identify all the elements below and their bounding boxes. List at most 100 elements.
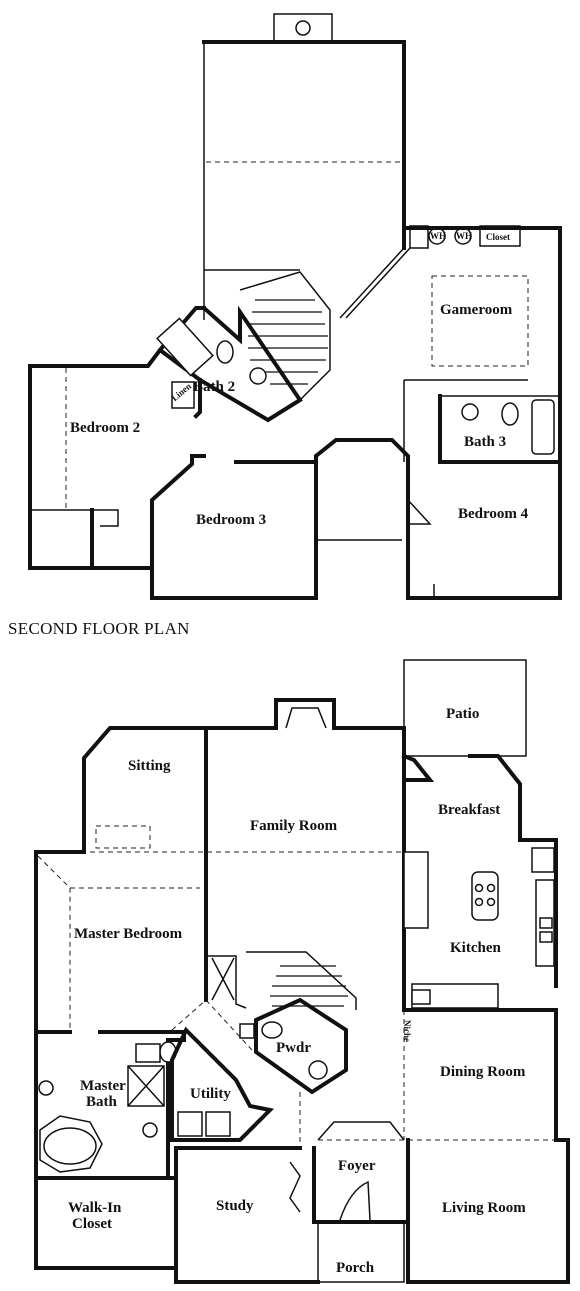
foyer-arch: [317, 1121, 405, 1141]
fireplace-box: [274, 698, 336, 730]
bath-3-toilet: [501, 402, 519, 426]
label-utility: Utility: [190, 1086, 231, 1102]
gameroom-walls: [402, 226, 562, 464]
bedroom-4-closet: [407, 499, 432, 525]
cooktop-burner: [486, 897, 496, 907]
label-living-room: Living Room: [442, 1200, 526, 1216]
label-bedroom-4: Bedroom 4: [458, 506, 529, 522]
breakfast-bay: [468, 754, 558, 988]
label-pwdr: Pwdr: [276, 1040, 311, 1056]
chimney: [273, 13, 333, 43]
second-floor-plan: [28, 13, 562, 600]
label-master-bedroom: Master Bedroom: [74, 926, 183, 942]
porch-outline: [317, 1221, 405, 1283]
wh-2: [454, 227, 472, 245]
bath-2-sink: [249, 367, 267, 385]
bath-2-toilet: [216, 340, 234, 364]
label-family-room: Family Room: [250, 818, 338, 834]
bedroom-2-door-wall: [193, 378, 202, 419]
linen-closet: [171, 381, 195, 409]
utility-walls: [170, 1026, 275, 1142]
wh-enclosure: [409, 225, 429, 249]
family-room-top-right: [332, 726, 406, 758]
label-porch: Porch: [336, 1260, 375, 1276]
stair-newel: [239, 1023, 255, 1039]
bath-3-tub: [531, 399, 555, 455]
master-toilet-tank: [135, 1043, 161, 1063]
dishwasher: [411, 989, 431, 1005]
bath-2-walls: [157, 305, 303, 423]
label-walk-in-2: Closet: [72, 1216, 112, 1232]
open-to-below-wall: [202, 40, 406, 250]
label-kitchen: Kitchen: [450, 940, 501, 956]
fireplace-hearth: [285, 707, 327, 729]
label-bedroom-2: Bedroom 2: [70, 420, 140, 436]
bedroom-2-closet: [90, 508, 154, 570]
label-bath-3: Bath 3: [464, 434, 506, 450]
main-staircase: [206, 951, 357, 1039]
bedroom-3-left: [150, 454, 206, 570]
master-bedroom-tray: [37, 855, 71, 1030]
master-tub: [39, 1115, 103, 1173]
bedroom-2-closet-shelf: [30, 509, 119, 527]
bath-3-sink: [461, 403, 479, 421]
kitchen-sink-1: [539, 917, 553, 929]
label-wh-2: WH: [456, 231, 472, 241]
first-floor-plan: [34, 659, 570, 1284]
label-master-bath-2: Bath: [86, 1094, 118, 1110]
breakfast-door: [401, 753, 435, 782]
kitchen-sink-2: [539, 931, 553, 943]
kitchen-island: [471, 871, 499, 921]
bedroom-2-walls: [28, 347, 163, 570]
study-french-doors: [289, 1161, 301, 1213]
kitchen-fridge: [531, 847, 555, 873]
cooktop-burner: [474, 883, 484, 893]
second-floor-title: SECOND FLOOR PLAN: [8, 619, 190, 638]
patio-outline: [403, 659, 527, 757]
rail-diagonal: [339, 247, 405, 319]
bedroom-3-walls: [150, 460, 318, 600]
label-bath-2: Bath 2: [193, 379, 235, 395]
powder-room-walls: [254, 997, 348, 1095]
label-sitting: Sitting: [128, 758, 171, 774]
wh-1: [428, 227, 446, 245]
hall-bay-window: [314, 438, 410, 464]
master-bedroom-walls: [34, 850, 86, 1034]
chimney-flue: [295, 20, 311, 36]
gameroom-ceiling: [431, 275, 529, 367]
bath-2-tub: [156, 317, 214, 377]
master-sink-1: [38, 1080, 54, 1096]
master-sink-2: [142, 1122, 158, 1138]
cooktop-burner: [474, 897, 484, 907]
powder-toilet: [308, 1060, 328, 1080]
dining-room-walls: [406, 1008, 558, 1142]
label-linen: Linen: [169, 381, 193, 403]
utility-washer: [177, 1111, 203, 1137]
rail-diagonal-2: [345, 247, 411, 319]
living-room-walls: [406, 1138, 570, 1284]
utility-dryer: [205, 1111, 231, 1137]
closet-box: [479, 225, 521, 247]
label-dining-room: Dining Room: [440, 1064, 526, 1080]
label-closet: Closet: [486, 232, 510, 242]
label-patio: Patio: [446, 706, 479, 722]
powder-sink: [261, 1021, 283, 1039]
label-master-bath-1: Master: [80, 1078, 126, 1094]
label-walk-in-1: Walk-In: [68, 1200, 122, 1216]
sitting-walls: [82, 726, 208, 854]
label-breakfast: Breakfast: [438, 802, 500, 818]
bedroom-4-walls: [406, 460, 562, 600]
kitchen-counter-left: [403, 851, 429, 929]
study-walls: [174, 1146, 320, 1284]
hall-diagonal: [171, 999, 207, 1031]
label-wh-1: WH: [430, 231, 446, 241]
label-foyer: Foyer: [338, 1158, 376, 1174]
cooktop-burner: [486, 883, 496, 893]
label-niche: Niche: [402, 1020, 412, 1042]
label-gameroom: Gameroom: [440, 302, 513, 318]
front-door-swing: [339, 1180, 371, 1221]
label-study: Study: [216, 1198, 254, 1214]
hall-diagonal-2: [205, 999, 253, 1051]
label-bedroom-3: Bedroom 3: [196, 512, 266, 528]
